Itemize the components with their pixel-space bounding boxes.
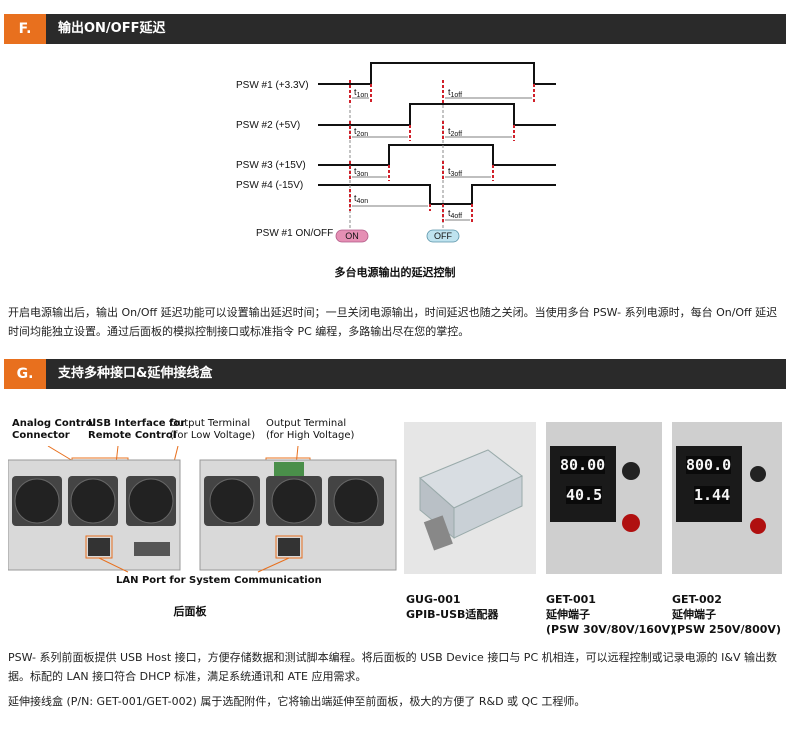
get-001-spec: (PSW 30V/80V/160V) bbox=[546, 623, 676, 636]
gug-001-desc: GPIB-USB适配器 bbox=[406, 608, 499, 621]
section-f-badge: F. bbox=[4, 14, 46, 44]
waveform-4 bbox=[318, 184, 556, 205]
get-001-label: GET-001 延伸端子 (PSW 30V/80V/160V) bbox=[546, 592, 675, 637]
section-g-title: 支持多种接口&延伸接线盒 bbox=[58, 366, 213, 381]
rear-panel-image bbox=[8, 446, 397, 573]
get-001-desc: 延伸端子 bbox=[546, 608, 590, 621]
t1on-label: t1on bbox=[354, 87, 368, 99]
gug-001-device-icon bbox=[419, 449, 523, 551]
section-f-paragraph: 开启电源输出后，输出 On/Off 延迟功能可以设置输出延迟时间；一旦关闭电源输… bbox=[8, 306, 778, 338]
channel-label-3: PSW #3 (+15V) bbox=[236, 160, 306, 171]
get-002-spec: (PSW 250V/800V) bbox=[672, 623, 781, 636]
get-001-current-readout: 40.5 bbox=[566, 486, 603, 504]
section-f-header: F. 输出ON/OFF延迟 bbox=[4, 14, 786, 44]
get-002-model: GET-002 bbox=[672, 593, 722, 606]
gug-001-model: GUG-001 bbox=[406, 593, 461, 606]
t2off-label: t2off bbox=[448, 126, 462, 138]
waveform-1 bbox=[318, 62, 556, 85]
get-002-voltage-readout: 800.0 bbox=[686, 456, 732, 474]
t3on-label: t3on bbox=[354, 166, 368, 178]
get-002-terminal-black bbox=[750, 466, 766, 482]
channel-label-4: PSW #4 (-15V) bbox=[236, 180, 303, 191]
channel-label-1: PSW #1 (+3.3V) bbox=[236, 80, 309, 91]
section-g-header: G. 支持多种接口&延伸接线盒 bbox=[4, 359, 786, 389]
section-f-title: 输出ON/OFF延迟 bbox=[58, 21, 166, 36]
off-pill bbox=[426, 229, 460, 243]
callout-lan-port: LAN Port for System Communication bbox=[116, 575, 322, 586]
t2on-label: t2on bbox=[354, 126, 368, 138]
t4on-label: t4on bbox=[354, 193, 368, 205]
timing-diagram-caption: 多台电源输出的延迟控制 bbox=[334, 266, 456, 279]
control-label: PSW #1 ON/OFF bbox=[256, 228, 333, 239]
section-g-badge: G. bbox=[4, 359, 46, 389]
get-001-display: 80.00 40.5 bbox=[550, 446, 616, 522]
channel-label-2: PSW #2 (+5V) bbox=[236, 120, 300, 131]
waveform-3 bbox=[318, 144, 556, 166]
t3off-label: t3off bbox=[448, 166, 462, 178]
get-002-desc: 延伸端子 bbox=[672, 608, 716, 621]
get-001-model: GET-001 bbox=[546, 593, 596, 606]
get-001-voltage-readout: 80.00 bbox=[560, 456, 606, 474]
get-001-terminal bbox=[622, 514, 640, 532]
callout-analog-control: Analog Control Connector bbox=[12, 418, 96, 441]
timing-arrows bbox=[352, 97, 532, 221]
t4off-label: t4off bbox=[448, 208, 462, 220]
get-002-label: GET-002 延伸端子 (PSW 250V/800V) bbox=[672, 592, 781, 637]
get-002-terminal-red bbox=[750, 518, 766, 534]
waveform-2 bbox=[318, 103, 556, 126]
on-pill bbox=[335, 229, 369, 243]
get-002-current-readout: 1.44 bbox=[694, 486, 731, 504]
rear-panel-caption: 后面板 bbox=[173, 605, 207, 618]
callout-usb-interface: USB Interface for Remote Control bbox=[88, 418, 186, 441]
get-002-photo: 800.0 1.44 bbox=[672, 422, 782, 574]
timing-markers bbox=[349, 80, 535, 224]
gug-001-label: GUG-001 GPIB-USB适配器 bbox=[406, 592, 498, 622]
get-001-photo: 80.00 40.5 bbox=[546, 422, 662, 574]
off-pill-label: OFF bbox=[434, 231, 452, 241]
get-002-display: 800.0 1.44 bbox=[676, 446, 742, 522]
section-g-paragraph-1: PSW- 系列前面板提供 USB Host 接口，方便存储数据和测试脚本编程。将… bbox=[8, 651, 777, 683]
gug-001-photo bbox=[404, 422, 536, 574]
timing-diagram: PSW #1 (+3.3V) PSW #2 (+5V) PSW #3 (+15V… bbox=[236, 62, 556, 243]
callout-output-high: Output Terminal (for High Voltage) bbox=[266, 418, 355, 441]
on-pill-label: ON bbox=[345, 231, 359, 241]
section-g-paragraph-2: 延伸接线盒 (P/N: GET-001/GET-002) 属于选配附件，它将输出… bbox=[8, 695, 586, 708]
callout-output-low: Output Terminal (for Low Voltage) bbox=[170, 418, 256, 441]
get-001-knob bbox=[622, 462, 640, 480]
t1off-label: t1off bbox=[448, 87, 462, 99]
